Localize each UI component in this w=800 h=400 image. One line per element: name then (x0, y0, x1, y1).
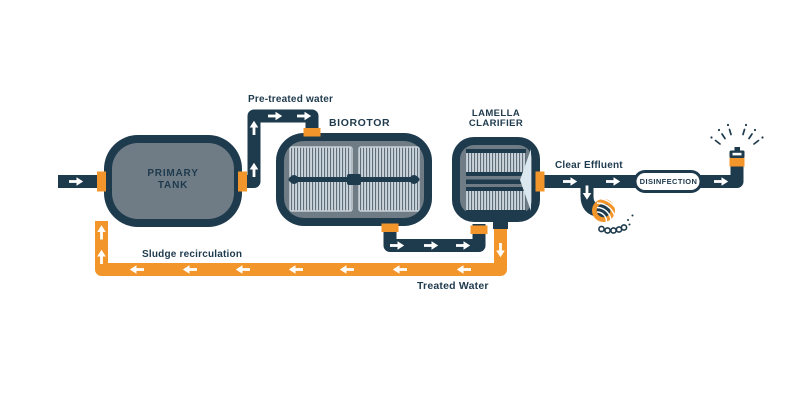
sprinkler-spray-dots (710, 123, 764, 139)
primary-tank-label-line1: PRIMARY (147, 168, 199, 179)
pre-treated-water-pipe (244, 109, 319, 188)
clarifier-mid-baffle (466, 179, 526, 184)
primary-tank-body (112, 143, 234, 219)
connector-clarifier-outlet (535, 171, 545, 192)
disinfection-label: DISINFECTION (639, 177, 698, 186)
lamella-clarifier-label: LAMELLA CLARIFIER (452, 109, 540, 129)
sludge-recirculation-label: Sludge recirculation (142, 249, 243, 260)
sprinkler-collar (729, 157, 745, 167)
primary-tank-label: PRIMARY TANK (104, 168, 242, 191)
biorotor-label: BIOROTOR (329, 117, 391, 129)
clarifier-plate-pack-top (466, 149, 526, 176)
clear-effluent-label: Clear Effluent (555, 160, 623, 171)
biorotor-axle-hub (347, 174, 361, 185)
lamella-clarifier-unit (452, 137, 540, 222)
sprinkler-nozzle (734, 147, 740, 151)
lamella-clarifier-label-line1: LAMELLA (471, 108, 521, 119)
sprinkler-icon (710, 123, 764, 167)
clarifier-plate-pack-bottom (466, 187, 526, 214)
pipe-connectors (97, 128, 545, 234)
connector-biorotor-inlet (303, 128, 321, 137)
outfall-pebbles (598, 224, 628, 234)
connector-biorotor-outlet (381, 223, 399, 232)
connector-clarifier-inlet (470, 225, 488, 234)
connector-tank-inlet (97, 171, 106, 192)
sprinkler-slit (732, 152, 742, 156)
outfall-discharge-icon (592, 197, 634, 234)
primary-tank-label-line2: TANK (157, 179, 189, 191)
outfall-water-streams (596, 197, 621, 222)
connector-tank-outlet (238, 171, 247, 192)
lamella-clarifier-label-line2: CLARIFIER (468, 117, 524, 129)
biorotor-axle-cap-left (289, 175, 299, 184)
disinfection-unit (633, 170, 703, 193)
treated-water-label: Treated Water (417, 280, 489, 292)
clarifier-outlet-funnel (520, 149, 531, 211)
sprinkler-spray-lines (714, 128, 760, 145)
outfall-mouth (596, 203, 611, 218)
pre-treated-water-label: Pre-treated water (248, 94, 334, 105)
biorotor-axle-cap-right (409, 175, 419, 184)
primary-tank (104, 135, 242, 227)
biorotor-unit (276, 133, 432, 226)
outfall-splash-dots (626, 214, 634, 226)
